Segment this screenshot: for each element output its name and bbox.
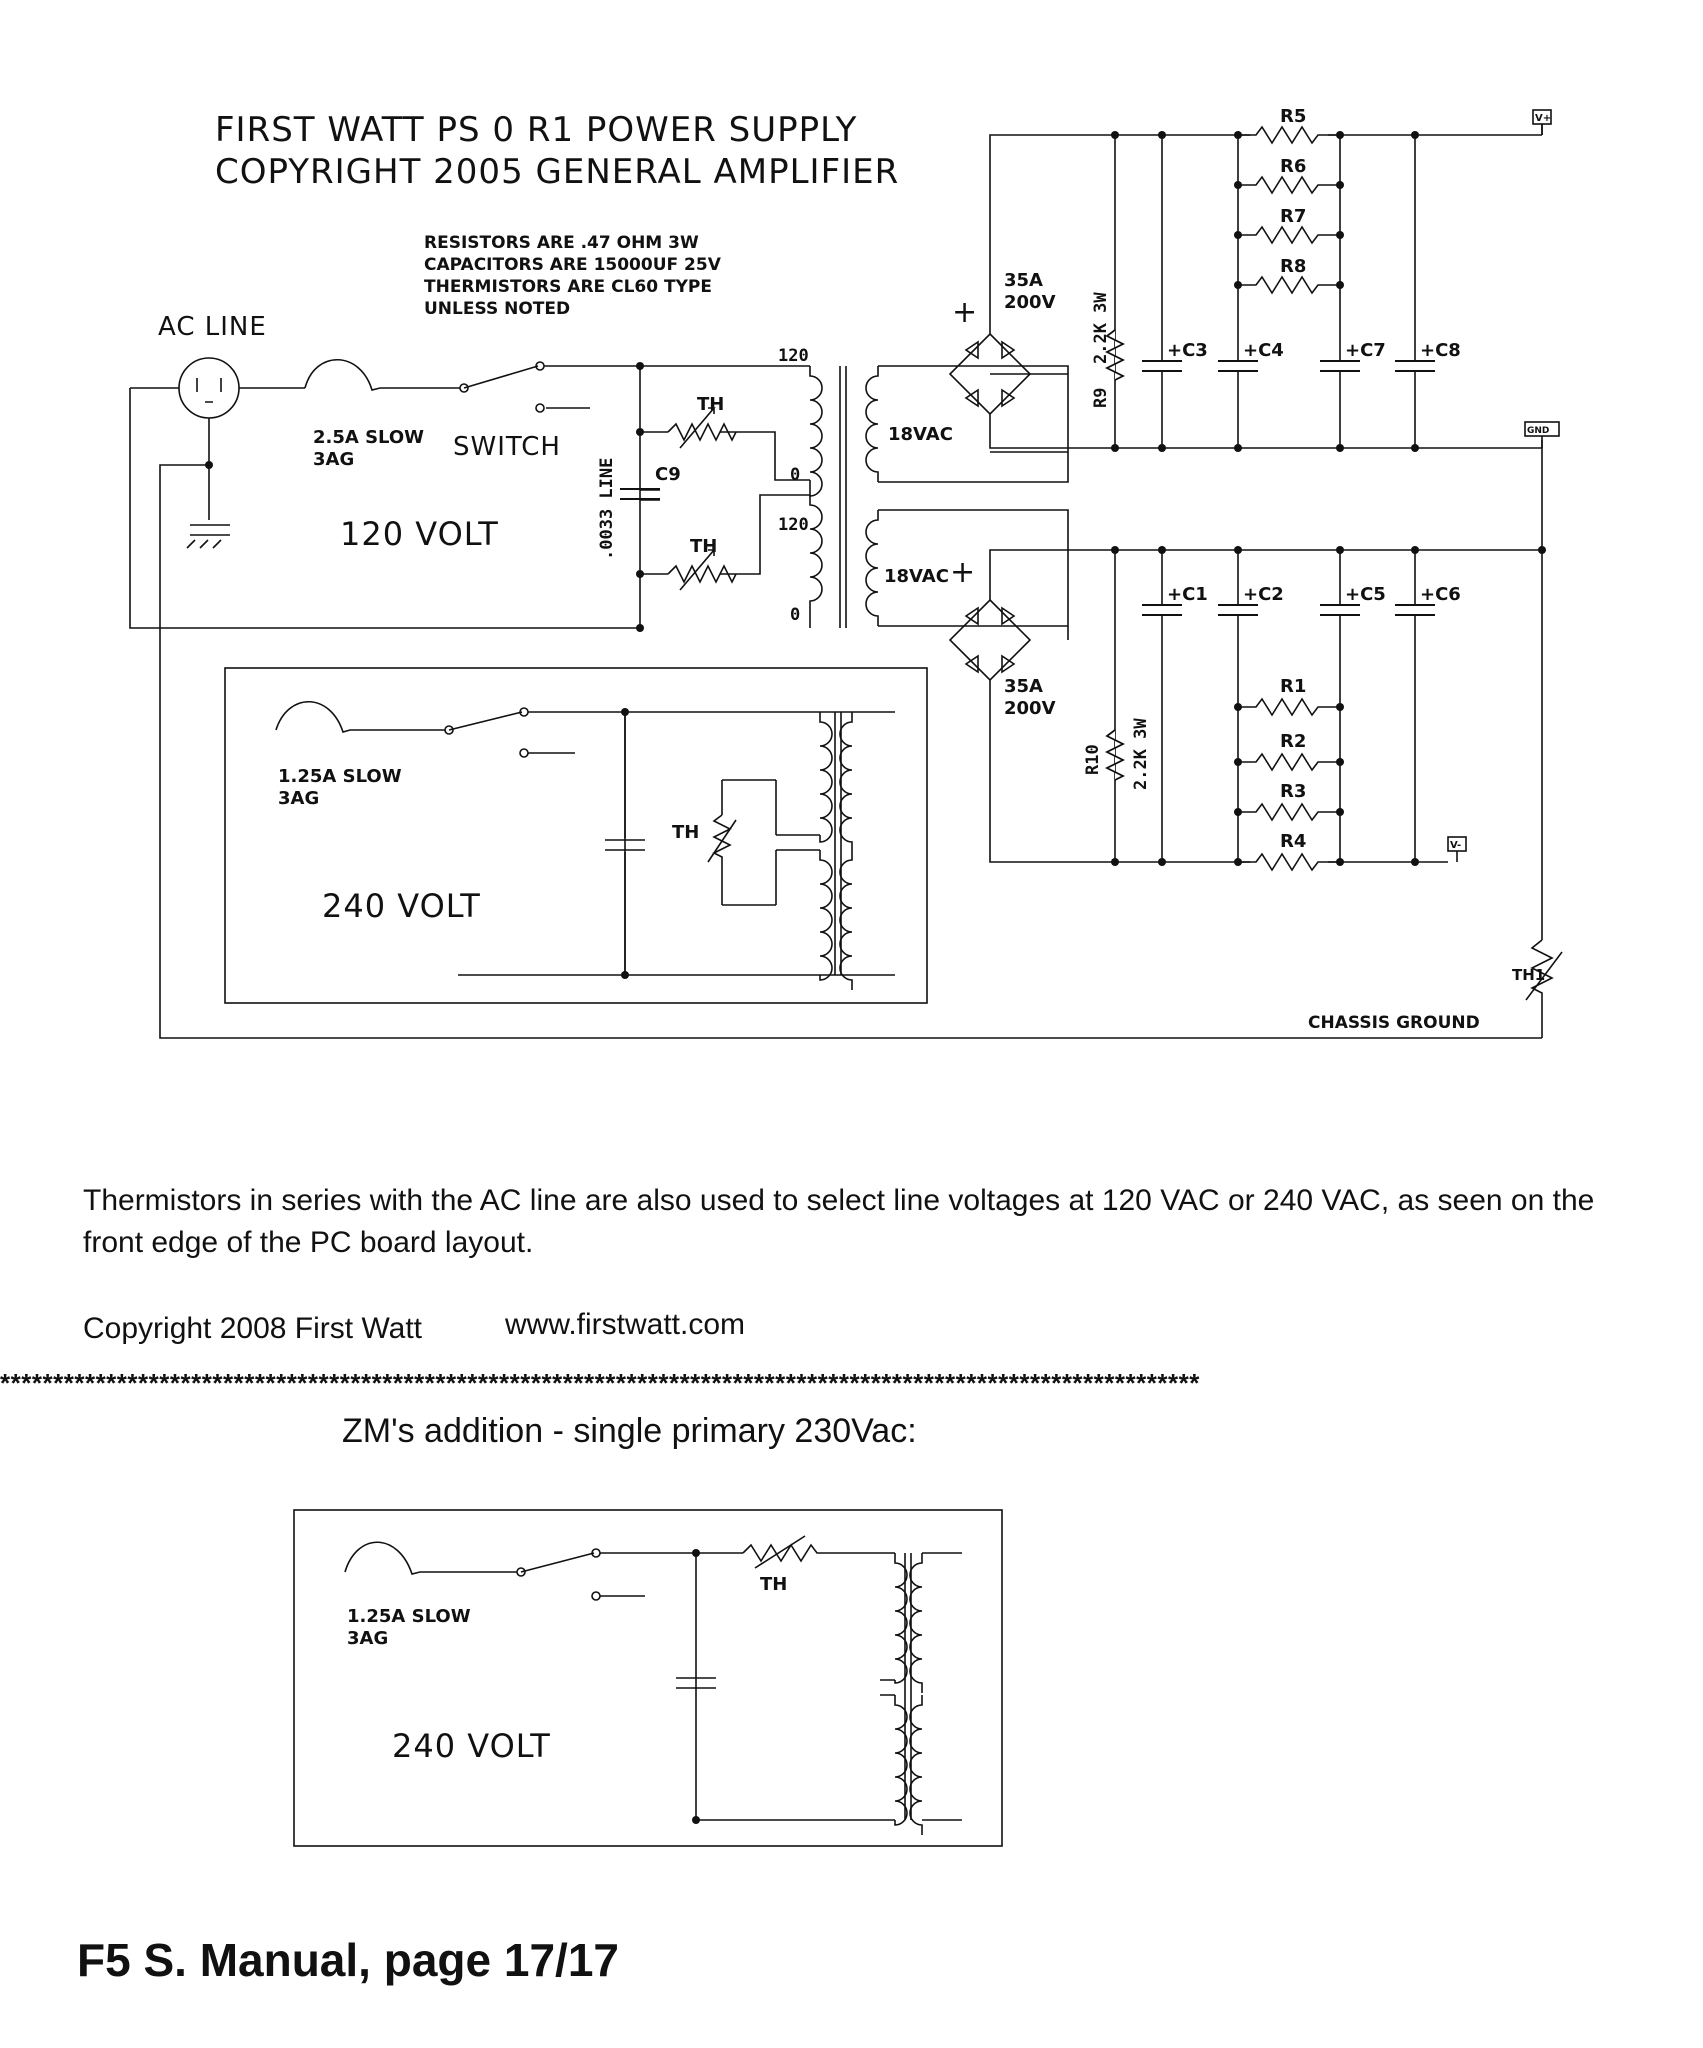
r9-value: 2.2K 3W: [1091, 292, 1111, 364]
zm-fuse-type: 3AG: [347, 1628, 388, 1649]
note-capacitors: CAPACITORS ARE 15000UF 25V: [424, 255, 722, 275]
r3-label: R3: [1280, 781, 1306, 802]
caption-text: Thermistors in series with the AC line a…: [83, 1184, 1595, 1259]
note-resistors: RESISTORS ARE .47 OHM 3W: [424, 233, 699, 253]
separator-line: ****************************************…: [0, 1368, 1200, 1398]
r8-label: R8: [1280, 256, 1306, 277]
tap-120-top: 120: [778, 346, 809, 366]
c8-label: +C8: [1420, 340, 1461, 361]
bridge-bottom-voltage: 200V: [1004, 698, 1056, 719]
r5-label: R5: [1280, 106, 1306, 127]
secondary-bottom-label: 18VAC: [884, 566, 949, 587]
chassis-ground-label: CHASSIS GROUND: [1308, 1013, 1480, 1033]
r7-label: R7: [1280, 206, 1306, 227]
schematic-copyright: COPYRIGHT 2005 GENERAL AMPLIFIER: [215, 152, 899, 192]
c2-label: +C2: [1243, 584, 1284, 605]
bridge-top-plus: +: [952, 295, 978, 330]
copyright-text: Copyright 2008 First Watt: [83, 1312, 423, 1345]
note-thermistors: THERMISTORS ARE CL60 TYPE: [424, 277, 712, 297]
website-link[interactable]: www.firstwatt.com: [505, 1308, 746, 1341]
power-supply-schematic: FIRST WATT PS 0 R1 POWER SUPPLY COPYRIGH…: [129, 106, 1563, 1847]
page-footer: F5 S. Manual, page 17/17: [77, 1934, 619, 1986]
zm-fuse-label: 1.25A SLOW: [347, 1606, 471, 1627]
th-lower-label: TH: [690, 536, 717, 557]
c1-label: +C1: [1167, 584, 1208, 605]
r10-value: 2.2K 3W: [1131, 718, 1151, 790]
c5-label: +C5: [1345, 584, 1386, 605]
r1-label: R1: [1280, 676, 1306, 697]
c4-label: +C4: [1243, 340, 1284, 361]
c6-label: +C6: [1420, 584, 1461, 605]
zm-th-label: TH: [760, 1574, 787, 1595]
bridge-top-rating: 35A: [1004, 270, 1043, 291]
r6-label: R6: [1280, 156, 1306, 177]
th1-label: TH1: [1512, 966, 1545, 984]
r9-label: R9: [1091, 388, 1111, 408]
fuse-240-label: 1.25A SLOW: [278, 766, 402, 787]
fuse-main-label: 2.5A SLOW: [313, 427, 424, 448]
c9-label: C9: [655, 464, 681, 485]
bridge-bottom-rating: 35A: [1004, 676, 1043, 697]
v-plus-terminal: V+: [1535, 113, 1551, 124]
fuse-240-type: 3AG: [278, 788, 319, 809]
schematic-title: FIRST WATT PS 0 R1 POWER SUPPLY: [215, 110, 857, 150]
volt-120-label: 120 VOLT: [340, 515, 499, 553]
c3-label: +C3: [1167, 340, 1208, 361]
zm-volt-label: 240 VOLT: [392, 1727, 551, 1765]
r4-label: R4: [1280, 831, 1306, 852]
switch-label: SWITCH: [453, 432, 561, 462]
gnd-terminal: GND: [1527, 426, 1549, 436]
th-240-label: TH: [672, 822, 699, 843]
bridge-bottom-plus: +: [950, 555, 976, 590]
zm-addition-title: ZM's addition - single primary 230Vac:: [342, 1412, 917, 1450]
c9-value: .0033 LINE: [597, 458, 617, 560]
tap-0-bottom: 0: [790, 605, 800, 625]
ac-line-label: AC LINE: [158, 312, 267, 342]
r2-label: R2: [1280, 731, 1306, 752]
bridge-top-voltage: 200V: [1004, 292, 1056, 313]
r10-label: R10: [1083, 744, 1103, 775]
th-upper-label: TH: [697, 394, 724, 415]
volt-240-label: 240 VOLT: [322, 887, 481, 925]
v-minus-terminal: V-: [1450, 840, 1461, 851]
secondary-top-label: 18VAC: [888, 424, 953, 445]
tap-0-top: 0: [790, 465, 800, 485]
c7-label: +C7: [1345, 340, 1386, 361]
fuse-main-type: 3AG: [313, 449, 354, 470]
note-unless: UNLESS NOTED: [424, 299, 570, 319]
schematic-wires: [129, 109, 1563, 1847]
tap-120-bottom: 120: [778, 515, 809, 535]
